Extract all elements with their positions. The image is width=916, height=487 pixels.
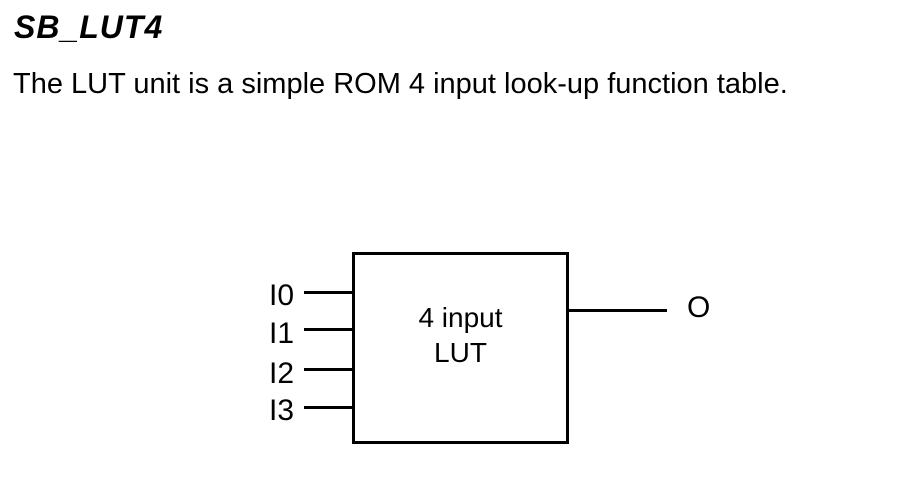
lut-box-label: 4 input LUT (355, 300, 566, 370)
input-wire-i3 (304, 406, 353, 409)
input-wire-i2 (304, 368, 353, 371)
input-pin-label-i1: I1 (269, 317, 295, 350)
lut-box-label-line2: LUT (434, 337, 487, 368)
input-pin-label-i0: I0 (269, 279, 295, 312)
input-pin-label-i3: I3 (269, 394, 295, 427)
input-wire-i1 (304, 328, 353, 331)
lut-box-label-line1: 4 input (418, 302, 503, 333)
output-wire (566, 309, 667, 312)
output-pin-label: O (687, 291, 711, 324)
lut-box: 4 input LUT (352, 252, 569, 444)
input-pin-label-i2: I2 (269, 357, 295, 390)
description-text: The LUT unit is a simple ROM 4 input loo… (13, 68, 788, 100)
input-wire-i0 (304, 291, 353, 294)
page-title: SB_LUT4 (14, 9, 164, 45)
